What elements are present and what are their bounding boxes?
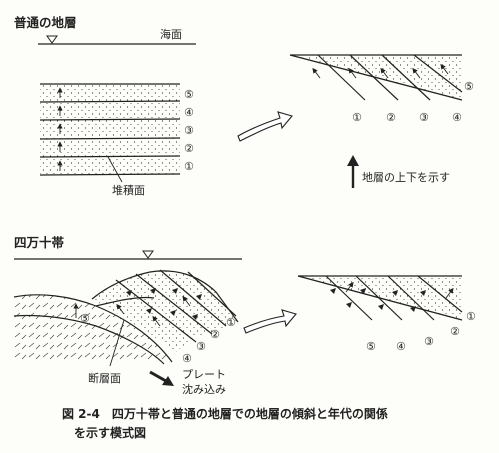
subducting-slab: [13, 294, 173, 365]
plate-label: プレート: [182, 368, 226, 381]
shimanto-tilted-number: ④: [396, 340, 406, 353]
shimanto-tilted-number: ③: [424, 335, 434, 348]
layer-number: ⑤: [184, 88, 194, 101]
subduction-label: 沈み込み: [182, 382, 226, 396]
transform-arrow-icon: [243, 309, 297, 334]
shimanto-tilted-number: ⑤: [366, 340, 376, 353]
layer-number: ①: [184, 160, 194, 173]
shimanto-tilted-number: ②: [450, 325, 460, 338]
tilted-layer-number: ③: [419, 111, 429, 124]
figure-caption-line1: 図 2-4 四万十帯と普通の地層での地層の傾斜と年代の関係: [62, 406, 388, 421]
transform-arrow-icon: [237, 111, 293, 142]
up-direction-label: 地層の上下を示す: [362, 171, 450, 184]
tilted-strata-shimanto: [297, 275, 463, 321]
normal-strata-title: 普通の地層: [14, 15, 77, 30]
horizontal-strata-block: [39, 83, 181, 176]
subduction-arrow-icon: [149, 370, 174, 386]
horizontal-layer-numbers: ⑤ ④ ③ ② ①: [184, 88, 194, 173]
layer-number: ③: [184, 124, 194, 137]
slab-layer-number: ⑤: [80, 312, 90, 325]
fault-plane-leader: [109, 319, 125, 367]
layer-number: ②: [184, 142, 194, 155]
up-direction-arrow-icon: [347, 155, 359, 188]
sea-surface-label: 海面: [160, 27, 182, 41]
figure-caption-line2: を示す模式図: [74, 425, 146, 440]
wedge-layer-number: ②: [210, 328, 220, 341]
sea-level-marker-icon: [142, 250, 154, 259]
tilted-layer-number: ⑤: [464, 80, 474, 93]
wedge-layer-number: ③: [196, 340, 206, 353]
accretionary-wedge: [91, 269, 239, 352]
bedding-plane-label: 堆積面: [112, 183, 145, 197]
shimanto-tilted-number: ①: [466, 310, 476, 323]
bedding-plane-leader: [107, 156, 123, 183]
tilted-layer-number: ①: [352, 111, 362, 124]
tilted-strata-normal: [289, 54, 463, 101]
wedge-layer-number: ①: [226, 316, 236, 329]
shimanto-title: 四万十帯: [14, 235, 65, 250]
layer-number: ④: [184, 106, 194, 119]
tilted-layer-number: ②: [386, 111, 396, 124]
sea-level-marker-icon: [46, 35, 58, 44]
tilted-layer-number: ④: [452, 111, 462, 124]
fault-plane-label: 断層面: [88, 371, 121, 385]
wedge-layer-number: ④: [182, 352, 192, 365]
